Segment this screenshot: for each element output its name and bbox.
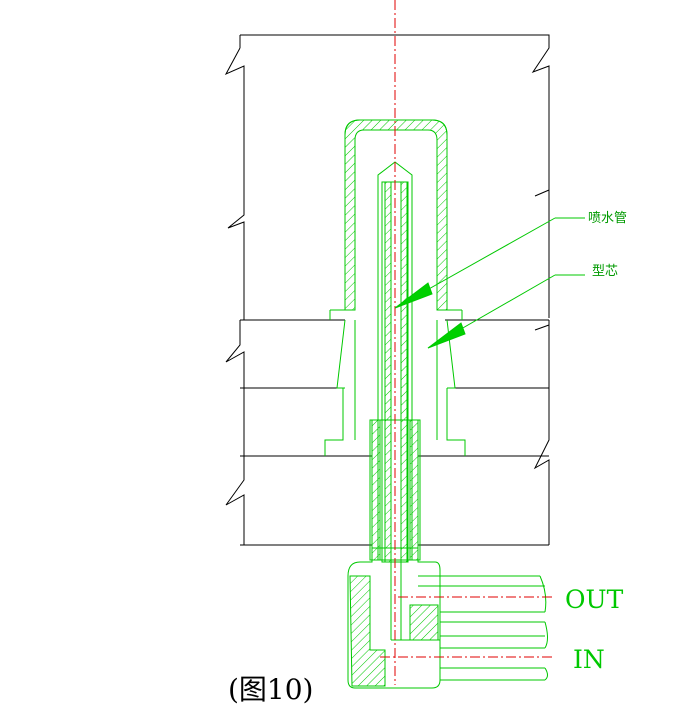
in-label: IN [573, 645, 605, 674]
left-break-line [224, 35, 245, 320]
core-arrowhead [427, 322, 466, 349]
leaders [394, 217, 585, 349]
figure-caption: (图10) [228, 673, 313, 706]
out-label: OUT [565, 585, 624, 614]
right-break-line [240, 34, 550, 318]
core-insert [324, 119, 466, 456]
center-lines [380, 0, 555, 685]
mold-plates [224, 34, 550, 546]
core-label: 型芯 [592, 264, 618, 279]
spray-tube-label: 喷水管 [588, 211, 627, 226]
core-shell-hatched [344, 119, 448, 311]
water-fitting [347, 547, 548, 689]
spray-tube-arrowhead [394, 282, 433, 309]
